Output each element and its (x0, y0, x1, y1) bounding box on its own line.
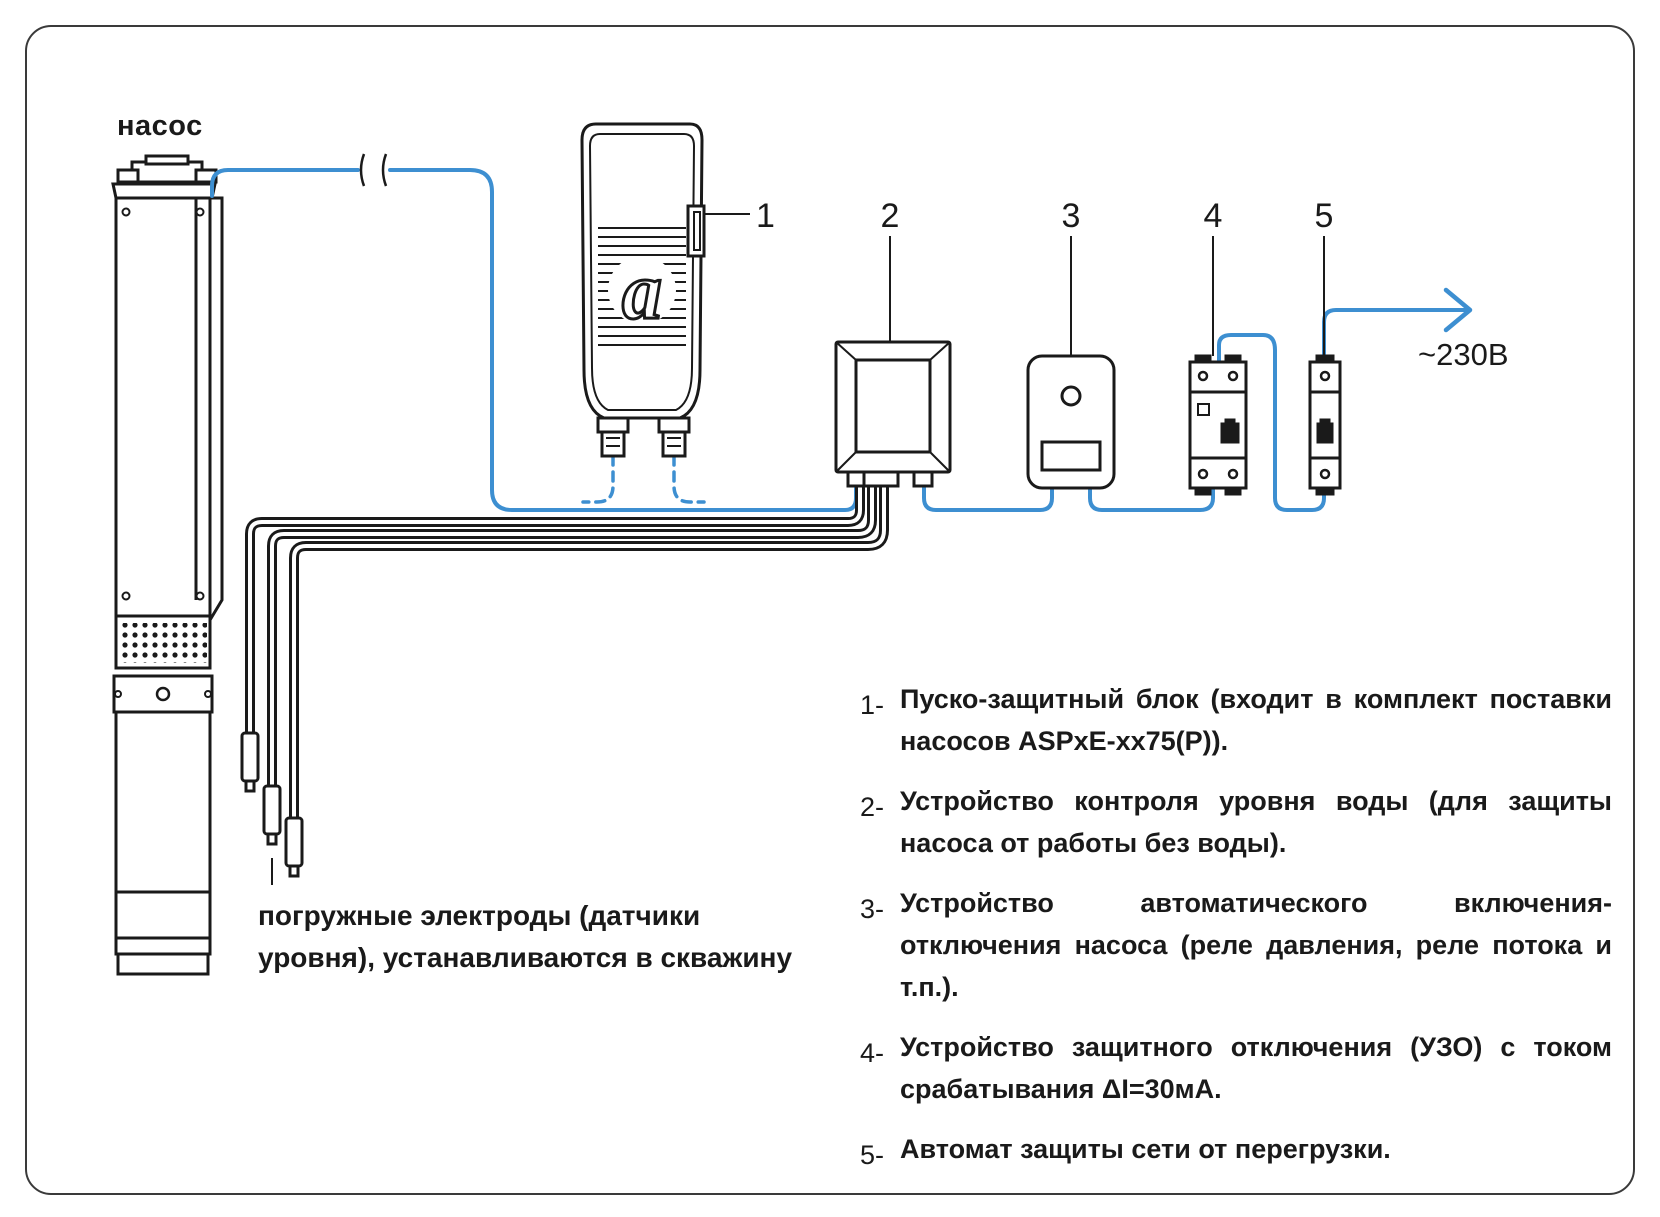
pump (111, 154, 224, 976)
leader-lines (704, 213, 1325, 356)
electrode-cables (245, 483, 889, 825)
cable-break-mark (359, 153, 388, 187)
legend-number: 3- (860, 894, 885, 924)
legend-item-4: 4- Устройство защитного отключения (УЗО)… (860, 1026, 1612, 1110)
number-label-1: 1 (756, 197, 775, 235)
pump-label: насос (117, 110, 203, 142)
legend-item-2: 2- Устройство контроля уровня воды (для … (860, 780, 1612, 864)
legend-number: 5- (860, 1140, 885, 1170)
pressure-switch (1026, 354, 1116, 490)
electrodes (240, 731, 304, 885)
rcd-unit (1188, 354, 1248, 496)
number-label-3: 3 (1062, 197, 1081, 235)
electrodes-caption: погружные электроды (датчики уровня), ус… (258, 900, 793, 973)
legend-number: 1- (860, 690, 885, 720)
number-label-2: 2 (881, 197, 900, 235)
circuit-breaker-unit (1308, 354, 1342, 496)
legend-text: Устройство защитного отключения (УЗО) с … (900, 1032, 1612, 1104)
legend-item-1: 1- Пуско-защитный блок (входит в комплек… (860, 678, 1612, 762)
starter-unit: a (580, 122, 706, 458)
legend-item-3: 3- Устройство автоматического включения-… (860, 882, 1612, 1008)
legend-text: Пуско-защитный блок (входит в комплект п… (900, 684, 1612, 756)
legend-text: Устройство контроля уровня воды (для защ… (900, 786, 1612, 858)
legend-number: 4- (860, 1038, 885, 1068)
number-label-5: 5 (1315, 197, 1334, 235)
a-letter-logo: a (622, 248, 662, 336)
legend-number: 2- (860, 792, 885, 822)
legend-text: Устройство автоматического включения-отк… (900, 888, 1612, 1002)
legend-item-5: 5- Автомат защиты сети от перегрузки. (860, 1128, 1612, 1176)
diagram-frame (25, 25, 1635, 1195)
level-control-unit (834, 340, 952, 488)
number-label-4: 4 (1204, 197, 1223, 235)
legend: 1- Пуско-защитный блок (входит в комплек… (860, 678, 1612, 1194)
legend-text: Автомат защиты сети от перегрузки. (900, 1134, 1391, 1164)
voltage-label: ~230В (1418, 337, 1509, 372)
